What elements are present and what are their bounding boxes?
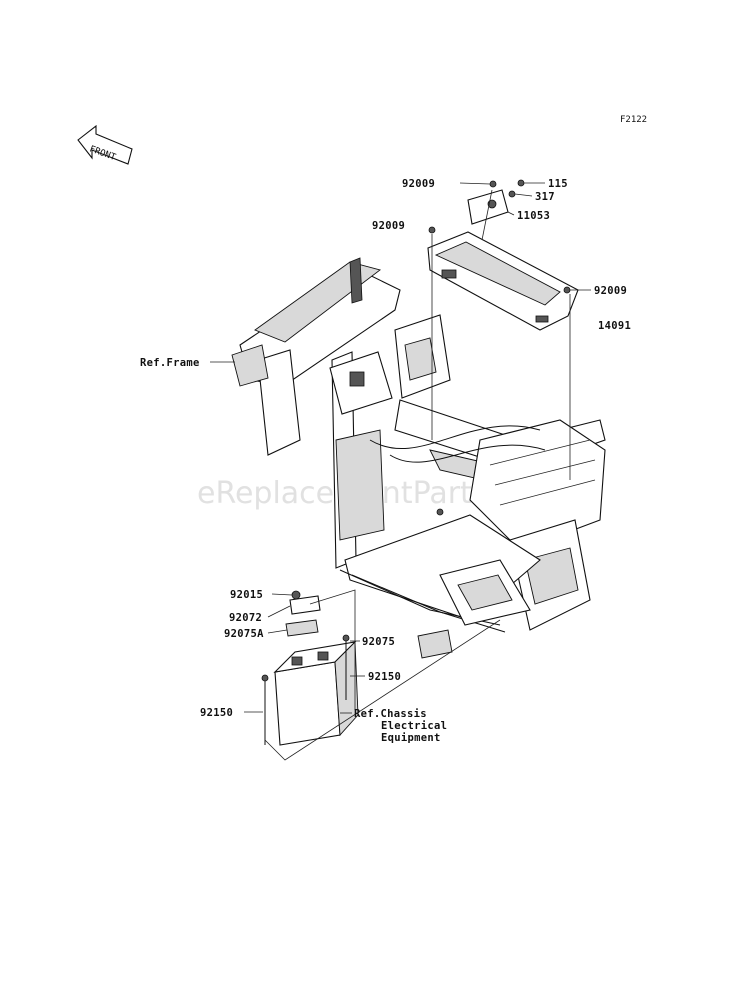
bolt-icon — [489, 180, 497, 188]
callout-ref-chassis-line3: Equipment — [381, 732, 441, 744]
bolt-icon — [428, 226, 436, 234]
callout-11053: 11053 — [517, 210, 550, 222]
callout-92150-left: 92150 — [200, 707, 233, 719]
callout-92072: 92072 — [229, 612, 262, 624]
bolt-icon — [563, 286, 571, 294]
bracket — [467, 189, 509, 225]
callout-115: 115 — [548, 178, 568, 190]
callout-92075: 92075 — [362, 636, 395, 648]
callout-92015: 92015 — [230, 589, 263, 601]
callout-92150-right: 92150 — [368, 671, 401, 683]
callout-92009-top: 92009 — [402, 178, 435, 190]
cover-plate — [427, 231, 579, 331]
callout-ref-frame: Ref.Frame — [140, 357, 200, 369]
callout-92009-left: 92009 — [372, 220, 405, 232]
callout-92075a: 92075A — [224, 628, 264, 640]
figure-code: F2122 — [620, 115, 647, 125]
callout-ref-chassis-line1: Ref.Chassis — [354, 708, 427, 720]
callout-92009-right: 92009 — [594, 285, 627, 297]
frame-drawing — [231, 257, 606, 633]
battery-group — [261, 589, 501, 761]
washer-icon — [508, 190, 516, 198]
callout-14091: 14091 — [598, 320, 631, 332]
callout-317: 317 — [535, 191, 555, 203]
bolt-icon — [517, 179, 525, 187]
front-arrow-icon: FRONT — [77, 124, 133, 165]
callout-ref-chassis-line2: Electrical — [381, 720, 447, 732]
